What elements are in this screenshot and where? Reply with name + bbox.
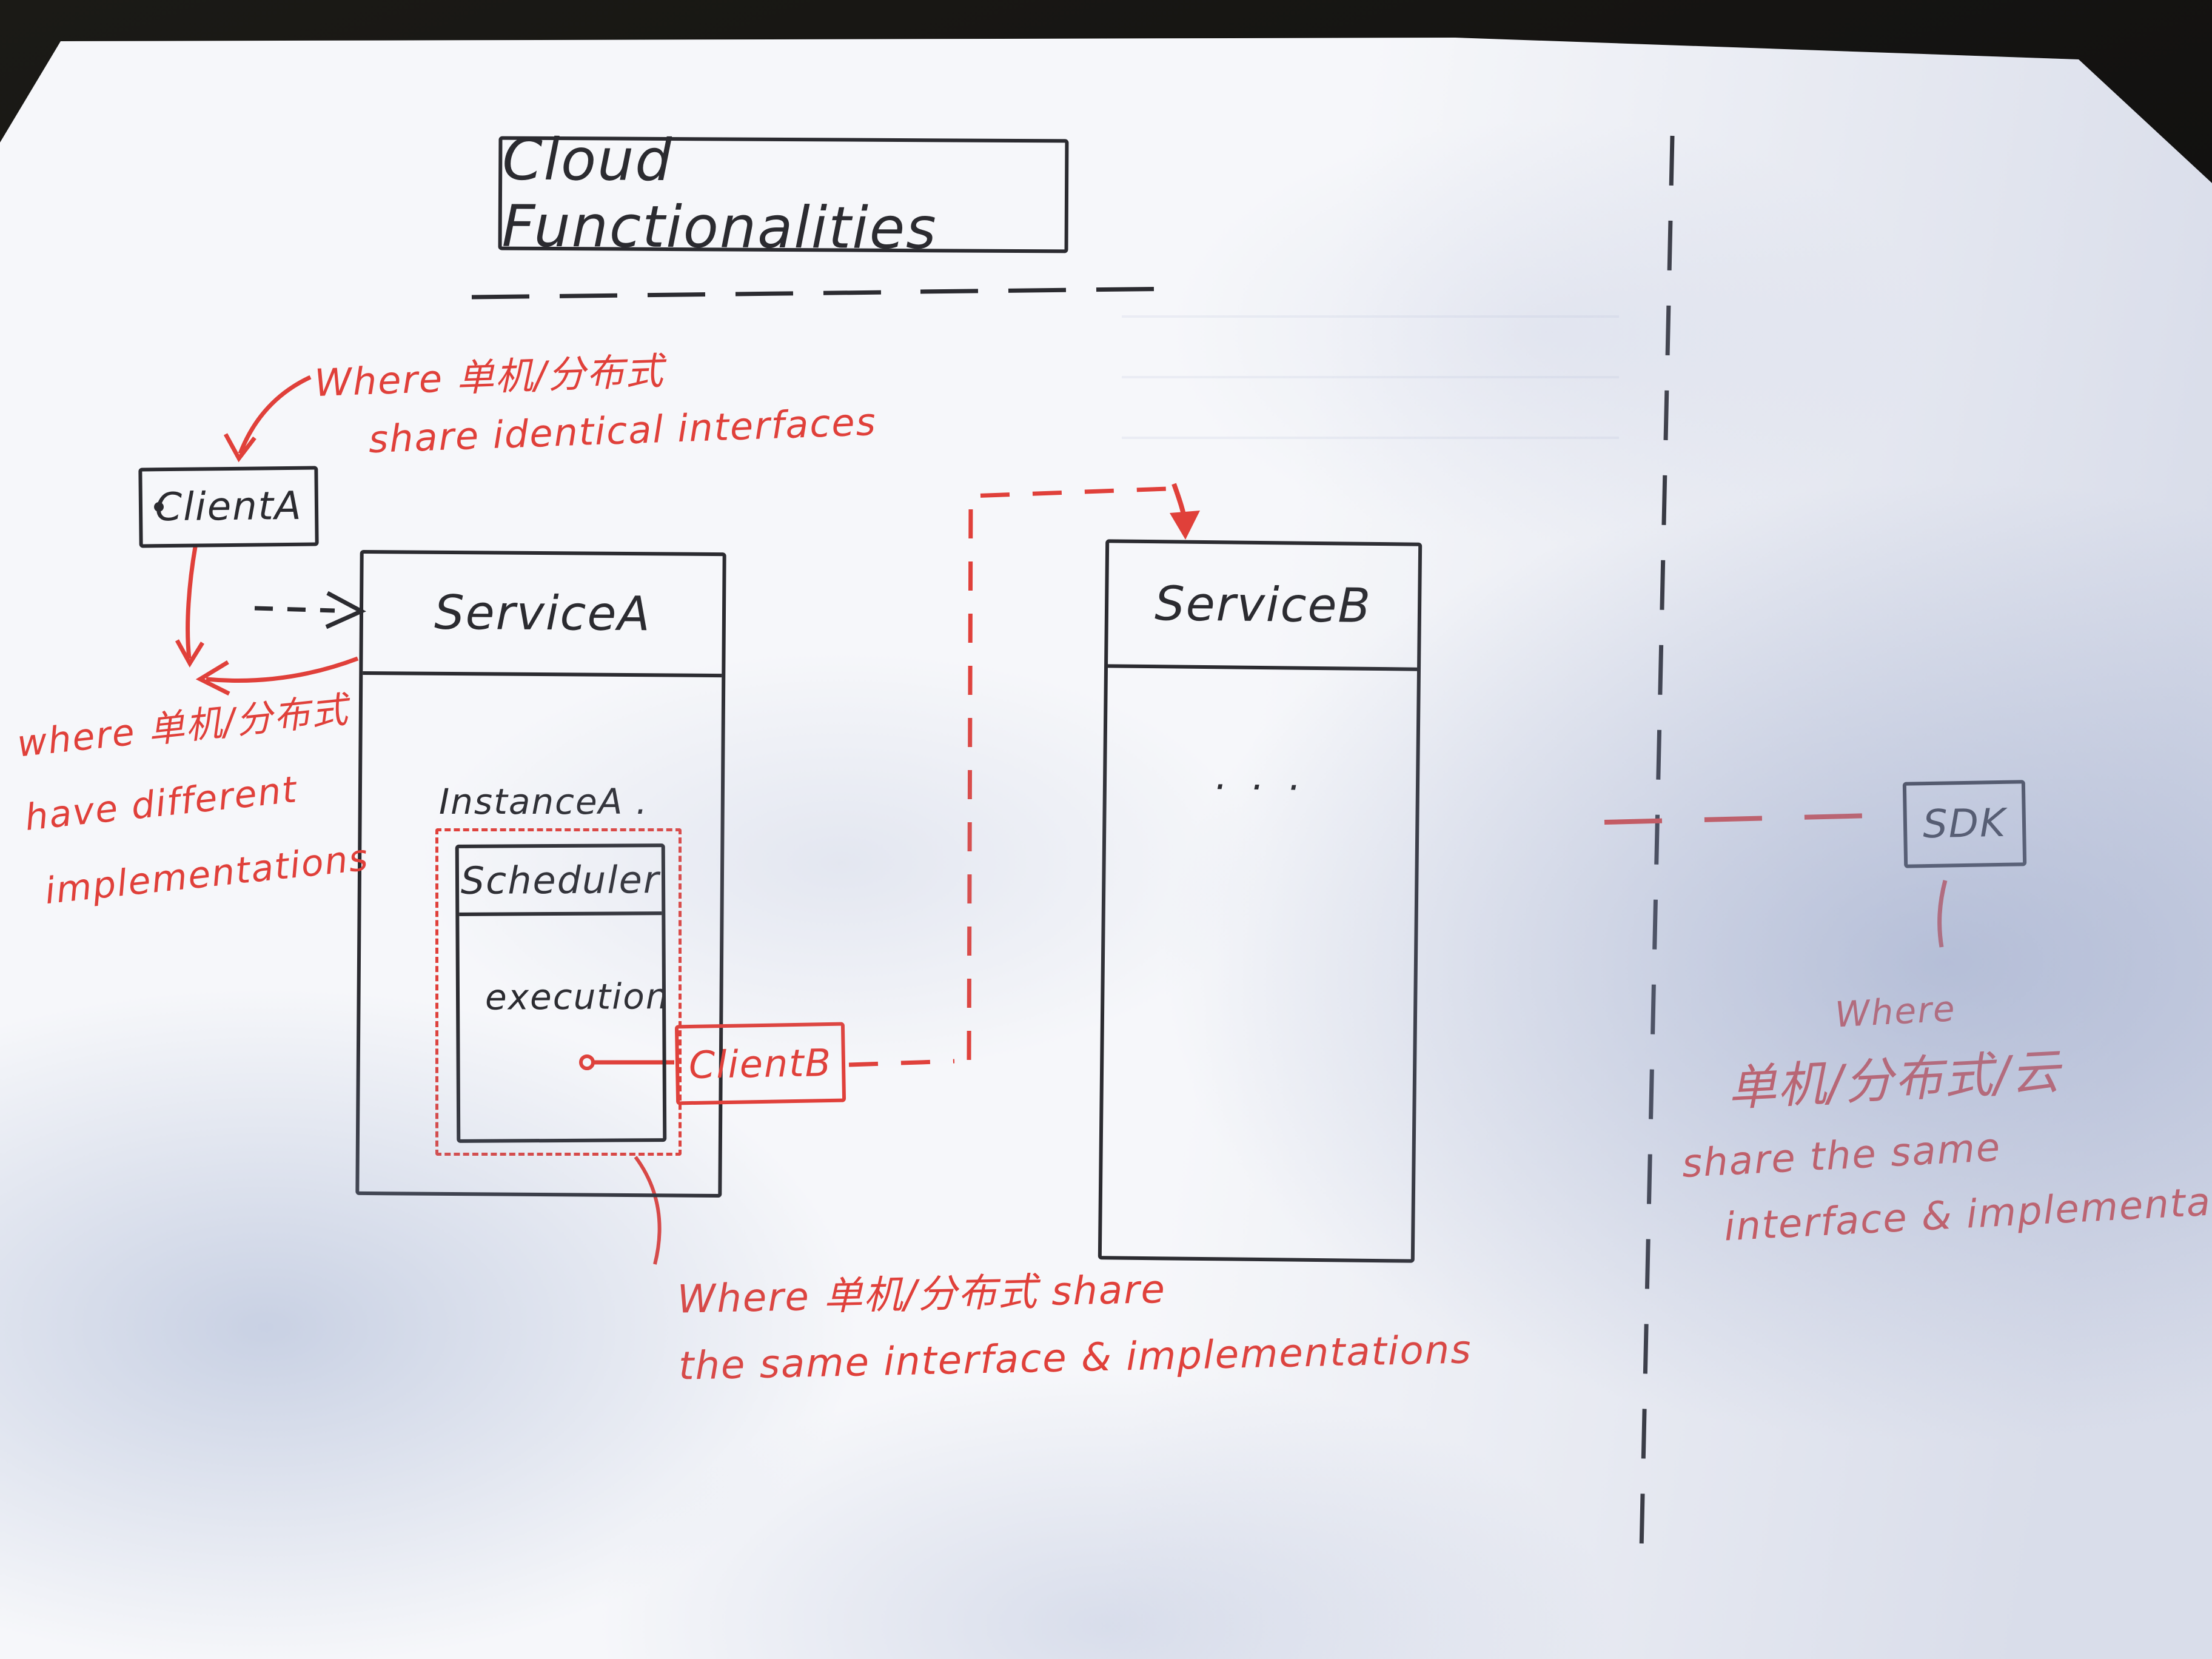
clienta-label: ClientA — [155, 483, 303, 531]
serviceb-ellipsis: . . . — [1215, 754, 1308, 800]
annotation-top: Where 单机/分布式 share identical interfaces — [313, 345, 877, 461]
diagram-title: Cloud Functionalities — [501, 126, 938, 263]
serviceb-header: ServiceB — [1108, 543, 1419, 671]
annotation-right: Where 单机/分布式/云 share the same interface … — [1674, 974, 2212, 1250]
instancea-label: InstanceA . — [439, 781, 649, 822]
scheduler-box: Scheduler execution — [455, 843, 669, 1143]
scheduler-header: Scheduler — [458, 847, 662, 916]
servicea-label: ServiceA — [434, 585, 652, 642]
annotation-right-line2: 单机/分布式/云 — [1726, 1043, 2063, 1117]
annotation-left-line2: have different — [22, 768, 300, 839]
instancea-dashed-boundary — [435, 828, 682, 1156]
clientb-label: ClientB — [688, 1040, 833, 1087]
sdk-box: SDK — [1902, 780, 2027, 868]
servicea-header: ServiceA — [363, 553, 723, 678]
annotation-bottom: Where 单机/分布式 share the same interface & … — [677, 1264, 1472, 1389]
annotation-right-line3: share the same — [1680, 1125, 2002, 1187]
faint-grid-showthrough — [1122, 315, 1619, 497]
annotation-left: where 单机/分布式 have different implementati… — [15, 689, 371, 913]
serviceb-label: ServiceB — [1154, 577, 1372, 634]
serviceb-box: ServiceB . . . — [1098, 539, 1423, 1263]
clientb-box: ClientB — [674, 1022, 846, 1105]
title-box: Cloud Functionalities — [498, 127, 1069, 262]
clienta-box: ClientA — [138, 466, 319, 548]
scheduler-label: Scheduler — [460, 857, 660, 903]
execution-label: execution — [484, 976, 669, 1018]
sdk-label: SDK — [1922, 800, 2007, 848]
